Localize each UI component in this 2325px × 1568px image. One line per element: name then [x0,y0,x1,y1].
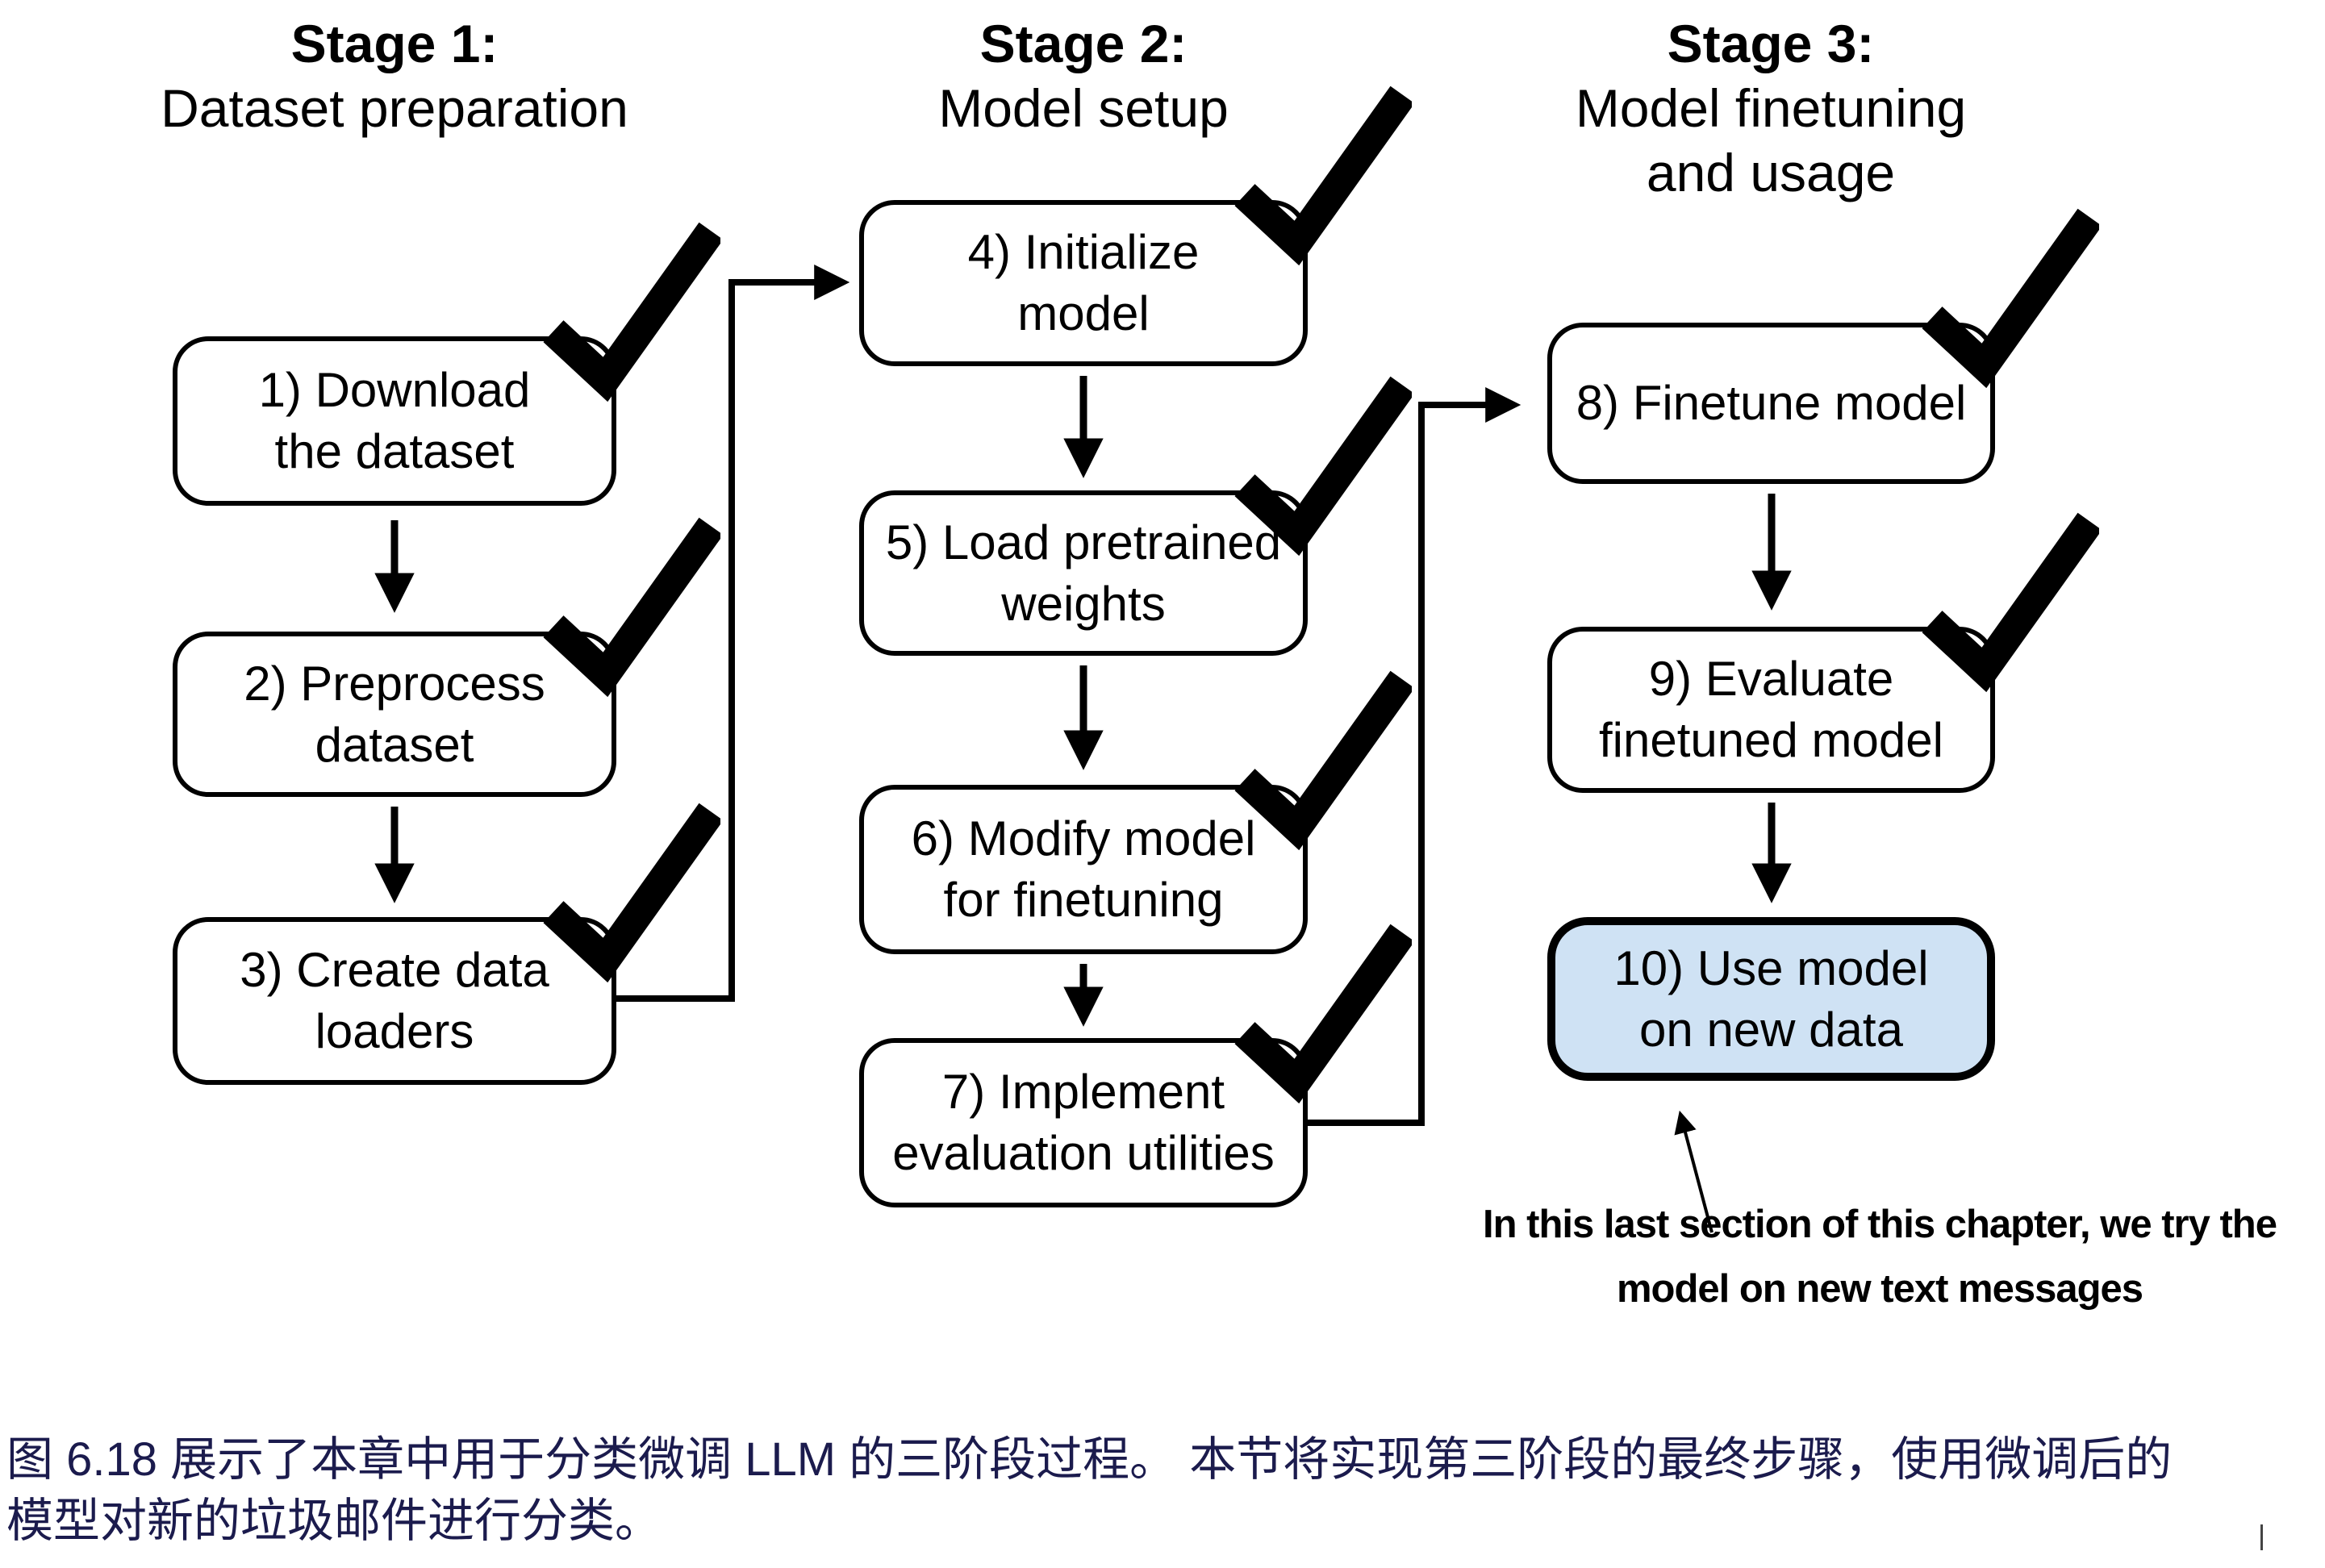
box-label: 1) Download [258,363,531,417]
box-label: 7) Implement [941,1065,1225,1119]
box-label: weights [1001,576,1166,631]
flow-box-2-preprocess-dataset: 2) Preprocess dataset [173,517,720,797]
caption-line-2[interactable]: 模型对新的垃圾邮件进行分类。 [6,1495,662,1547]
checkmark-icon [1922,512,2099,692]
box-label: model [1017,286,1150,340]
annotation-line: In this last section of this chapter, we… [1483,1203,2277,1246]
flow-box-7-implement-eval-utilities: 7) Implement evaluation utilities [859,924,1412,1207]
stage-2-subtitle: Model setup [938,78,1229,138]
box-label: 10) Use model [1613,940,1929,995]
box-label: 6) Modify model [911,811,1256,865]
flow-box-5-load-pretrained-weights: 5) Load pretrained weights [859,376,1412,656]
flow-box-10-use-model: 10) Use model on new data [1547,917,1995,1081]
flow-box-9-evaluate-finetuned-model: 9) Evaluate finetuned model [1547,512,2099,793]
stage-2-header: Stage 2: Model setup [785,11,1382,140]
box-label: loaders [315,1004,474,1058]
stage-3-subtitle: Model finetuning [1575,78,1967,138]
box-label: the dataset [274,424,515,478]
flow-box-3-create-data-loaders: 3) Create data loaders [173,803,720,1085]
text-cursor [2260,1524,2263,1550]
checkmark-icon [543,517,720,697]
flow-box-8-finetune-model: 8) Finetune model [1547,208,2099,484]
box-label: on new data [1639,1002,1903,1057]
flow-box-1-download-dataset: 1) Download the dataset [173,222,720,506]
stage-2-title: Stage 2: [979,14,1188,73]
box-label: 9) Evaluate [1648,652,1894,706]
checkmark-icon [543,222,720,402]
flow-box-6-modify-model: 6) Modify model for finetuning [859,670,1412,954]
checkmark-icon [1922,208,2099,388]
box-label: 8) Finetune model [1576,376,1967,430]
stage-1-title: Stage 1: [290,14,499,73]
annotation-line: model on new text messages [1616,1267,2143,1311]
stage-3-header: Stage 3: Model finetuning and usage [1472,11,2069,205]
box-label: finetuned model [1599,713,1943,767]
annotation-text: In this last section of this chapter, we… [1452,1192,2307,1321]
caption-line-1[interactable]: 图 6.18 展示了本章中用于分类微调 LLM 的三阶段过程。 本节将实现第三阶… [6,1433,2173,1486]
box-label: for finetuning [943,873,1224,927]
figure-caption[interactable]: 图 6.18 展示了本章中用于分类微调 LLM 的三阶段过程。 本节将实现第三阶… [6,1429,2319,1552]
stage-1-subtitle: Dataset preparation [161,78,628,138]
elbow-connector-stage2-to-stage3 [1308,387,1521,1126]
flow-box-4-initialize-model: 4) Initialize model [859,85,1412,366]
box-label: 4) Initialize [967,225,1200,279]
box-label: evaluation utilities [892,1126,1275,1180]
stage-3-subtitle-line2: and usage [1646,143,1896,202]
checkmark-icon [543,803,720,982]
box-label: dataset [315,717,474,772]
box-label: 3) Create data [240,943,549,997]
box-label: 2) Preprocess [244,656,545,711]
box-label: 5) Load pretrained [885,515,1282,569]
stage-1-header: Stage 1: Dataset preparation [96,11,693,140]
stage-3-title: Stage 3: [1667,14,1875,73]
elbow-connector-stage1-to-stage2 [616,265,850,1002]
